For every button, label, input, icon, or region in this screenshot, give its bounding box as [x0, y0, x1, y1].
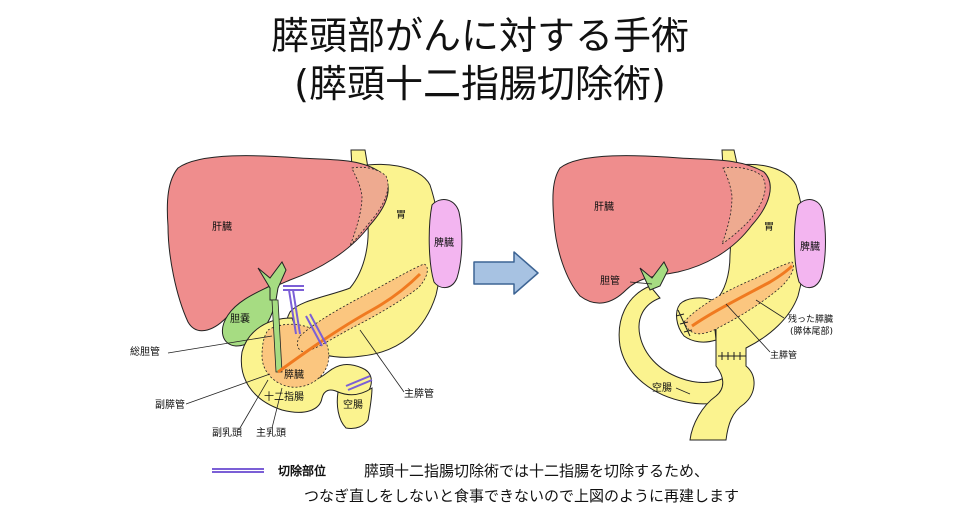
left-diagram: 肝臓 胃 脾臓 胆嚢 総胆管 膵臓 十二指腸 副膵管 主膵管 空腸 副乳頭 主乳… [130, 149, 463, 439]
page-title: 膵頭部がんに対する手術 [270, 14, 689, 58]
label-jejunum-right: 空腸 [652, 381, 672, 394]
jejunum-shape [336, 387, 373, 429]
label-stomach-right: 胃 [764, 221, 774, 233]
label-remaining-pancreas: 残った膵臓 [788, 313, 833, 325]
hepatic-duct [257, 261, 287, 301]
label-liver: 肝臓 [212, 221, 232, 233]
anastomosis-stitches [675, 309, 746, 360]
label-jejunum: 空腸 [343, 398, 363, 411]
leader-lines-right [629, 281, 785, 395]
common-bile-duct [271, 299, 283, 373]
bile-duct-right [639, 261, 669, 291]
liver-overlap-right [721, 166, 766, 246]
page-subtitle: (膵頭十二指腸切除術) [294, 62, 666, 106]
label-accessory-pancreatic-duct: 副膵管 [155, 398, 185, 411]
liver-shape-right [552, 155, 771, 304]
spleen-shape [428, 199, 463, 288]
spleen-shape-right [793, 199, 826, 288]
liver-overlap [349, 166, 389, 247]
label-common-bile-duct: 総胆管 [130, 345, 160, 358]
legend-text-line1: 膵頭十二指腸切除術では十二指腸を切除するため、 [364, 462, 710, 480]
label-remaining-pancreas-note: (膵体尾部) [790, 325, 833, 337]
label-main-pancreatic-duct-right: 主膵管 [770, 349, 797, 361]
label-pancreas: 膵臓 [284, 369, 304, 381]
legend-text-line2: つなぎ直しをしないと食事できないので上図のように再建します [304, 487, 740, 505]
label-gallbladder: 胆嚢 [230, 312, 250, 325]
legend-key-label: 切除部位 [278, 464, 327, 478]
label-spleen-right: 脾臓 [800, 240, 820, 253]
label-stomach: 胃 [396, 209, 406, 221]
label-liver-right: 肝臓 [594, 201, 614, 213]
label-major-papilla: 主乳頭 [256, 426, 286, 439]
label-minor-papilla: 副乳頭 [212, 426, 242, 439]
label-spleen: 脾臓 [434, 236, 454, 249]
right-arrow-icon [473, 251, 539, 295]
main-pancreatic-duct-right [691, 264, 794, 328]
label-duodenum: 十二指腸 [264, 390, 304, 403]
label-main-pancreatic-duct: 主膵管 [404, 387, 434, 400]
leader-lines-left [167, 329, 405, 429]
cut-line-swatch [212, 468, 264, 473]
main-pancreatic-duct [277, 272, 422, 374]
cut-lines-left [283, 285, 373, 391]
pancreas-body [296, 263, 428, 353]
label-bile-duct-right: 胆管 [600, 274, 620, 287]
liver-shape [166, 155, 389, 332]
right-diagram: 肝臓 胃 脾臓 胆管 残った膵臓 (膵体尾部) 主膵管 空腸 [552, 149, 833, 441]
